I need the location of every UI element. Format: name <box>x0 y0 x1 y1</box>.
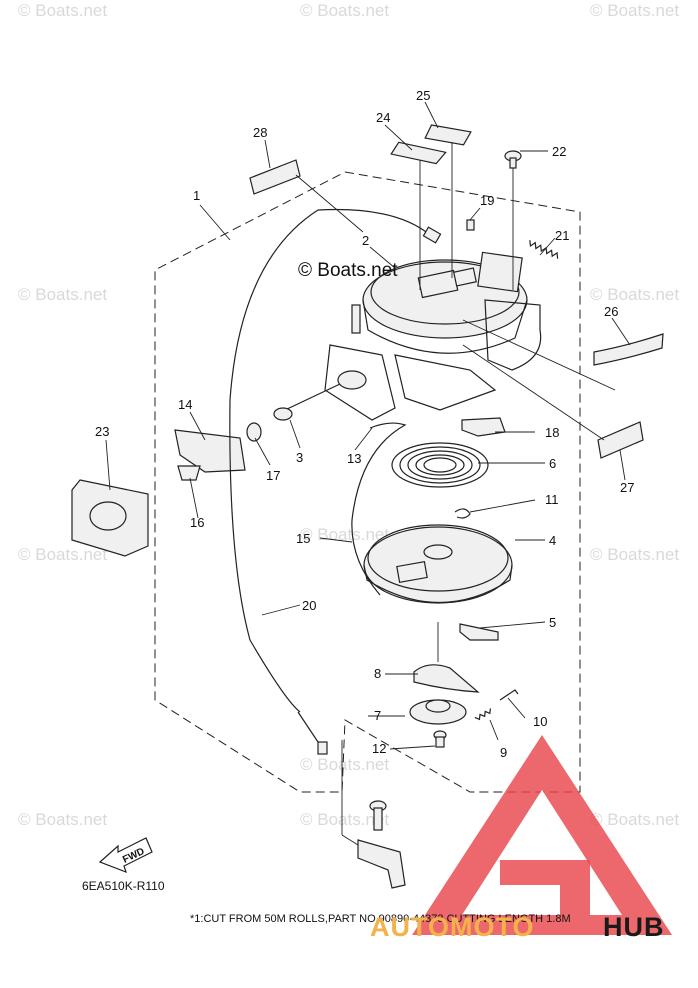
callout-11: 11 <box>545 492 559 507</box>
callout-15: 15 <box>296 531 310 546</box>
callout-25: 25 <box>416 88 430 103</box>
spring-9 <box>474 708 492 721</box>
watermark: © Boats.net <box>18 285 107 304</box>
callout-numbers: 1 2 3 4 5 6 7 8 9 10 11 12 13 14 15 16 1… <box>95 88 634 760</box>
callout-3: 3 <box>296 450 303 465</box>
starter-housing <box>324 251 542 421</box>
callout-2: 2 <box>362 233 369 248</box>
spiral-spring-6 <box>391 442 489 488</box>
cable-1 <box>317 208 431 236</box>
bracket-16 <box>177 465 201 481</box>
cable-20 <box>229 209 319 713</box>
callout-21: 21 <box>555 228 569 243</box>
label-27-shape <box>597 421 644 459</box>
callout-9: 9 <box>500 745 507 760</box>
handle-14 <box>174 429 246 473</box>
callout-8: 8 <box>374 666 381 681</box>
cable-tail <box>297 711 321 746</box>
watermark: © Boats.net <box>300 755 389 774</box>
callout-12: 12 <box>372 741 386 756</box>
watermark: © Boats.net <box>590 545 679 564</box>
watermark: © Boats.net <box>300 810 389 829</box>
cover-23 <box>71 479 149 557</box>
assembly-boundary <box>154 171 581 793</box>
brand-wordmark-b: HUB <box>603 912 665 942</box>
label-28-shape <box>249 159 301 195</box>
lever-18 <box>461 417 506 437</box>
callout-26: 26 <box>604 304 618 319</box>
watermark: © Boats.net <box>300 525 389 544</box>
callout-20: 20 <box>302 598 316 613</box>
callout-7: 7 <box>374 708 381 723</box>
watermark-layer: © Boats.net © Boats.net © Boats.net © Bo… <box>18 1 679 829</box>
plate-8 <box>413 664 480 693</box>
watermark: © Boats.net <box>590 810 679 829</box>
callout-10: 10 <box>533 714 547 729</box>
label-24-shape <box>390 141 447 165</box>
link-10 <box>499 689 519 701</box>
diagram-code: 6EA510K-R110 <box>82 879 165 893</box>
watermark: © Boats.net <box>300 1 389 20</box>
brand-logo <box>412 735 672 935</box>
label-25-shape <box>424 124 472 146</box>
pulley-4 <box>363 524 513 604</box>
callout-1: 1 <box>193 188 200 203</box>
clip-11 <box>454 508 471 519</box>
drive-plate-7 <box>409 699 467 725</box>
callout-23: 23 <box>95 424 109 439</box>
rope-stopper <box>273 407 293 421</box>
bolt-12 <box>433 730 447 748</box>
label-26-shape <box>593 333 664 366</box>
bottom-bracket <box>357 800 406 889</box>
center-watermark-line1: © Boats.net <box>298 260 398 281</box>
brand-wordmark-a: AUTOMOTO <box>370 912 535 942</box>
grommet-17 <box>246 422 262 442</box>
callout-14: 14 <box>178 397 192 412</box>
leader-lines <box>105 101 631 846</box>
callout-5: 5 <box>549 615 556 630</box>
callout-28: 28 <box>253 125 267 140</box>
fwd-arrow-icon: FWD <box>98 837 153 874</box>
tube-15 <box>351 422 407 596</box>
watermark: © Boats.net <box>18 545 107 564</box>
pawl-5 <box>459 623 499 641</box>
bolt-22 <box>504 150 522 169</box>
cable-end <box>422 226 442 244</box>
cable-end-lower <box>317 741 328 755</box>
callout-22: 22 <box>552 144 566 159</box>
footnote: *1:CUT FROM 50M ROLLS,PART NO.90890-4437… <box>190 913 571 925</box>
callout-24: 24 <box>376 110 390 125</box>
watermark: © Boats.net <box>18 810 107 829</box>
callout-16: 16 <box>190 515 204 530</box>
callout-4: 4 <box>549 533 556 548</box>
callout-17: 17 <box>266 468 280 483</box>
watermark: © Boats.net <box>590 285 679 304</box>
watermark: © Boats.net <box>590 1 679 20</box>
callout-27: 27 <box>620 480 634 495</box>
callout-18: 18 <box>545 425 559 440</box>
watermark: © Boats.net <box>18 1 107 20</box>
pin-19 <box>466 219 475 231</box>
spring-21 <box>529 240 559 259</box>
callout-13: 13 <box>347 451 361 466</box>
callout-6: 6 <box>549 456 556 471</box>
callout-19: 19 <box>480 193 494 208</box>
rope-3 <box>284 383 341 411</box>
